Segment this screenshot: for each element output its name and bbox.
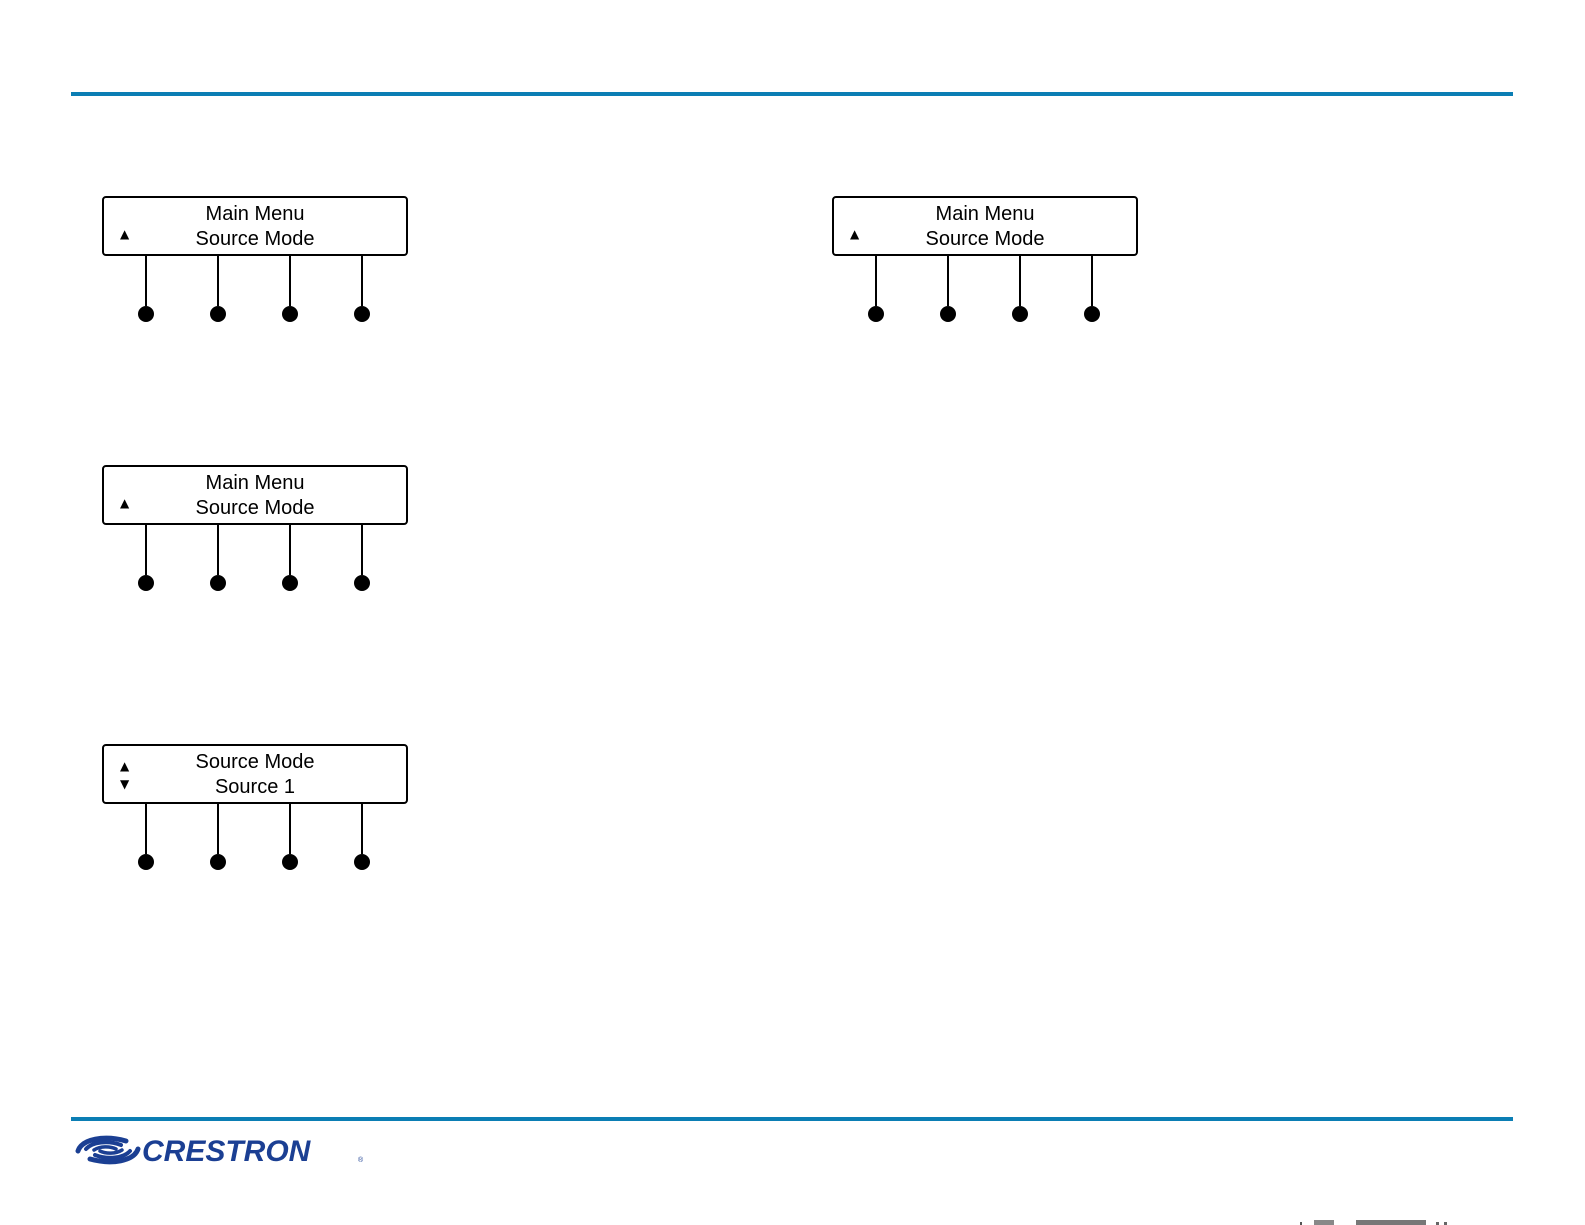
soft-key-button[interactable]	[868, 306, 884, 322]
soft-key-button[interactable]	[210, 854, 226, 870]
soft-key-3[interactable]	[282, 254, 298, 322]
soft-key-leader	[361, 802, 363, 854]
lcd-screen: ▲ Main Menu Source Mode	[102, 465, 408, 525]
soft-key-leader	[289, 802, 291, 854]
crestron-swirl-icon	[78, 1138, 138, 1162]
soft-key-button[interactable]	[282, 575, 298, 591]
footer-edge-marks	[1300, 1214, 1500, 1225]
soft-key-leader	[361, 254, 363, 306]
soft-key-2[interactable]	[210, 523, 226, 591]
soft-key-button[interactable]	[1084, 306, 1100, 322]
header-rule	[71, 92, 1513, 96]
soft-key-3[interactable]	[282, 523, 298, 591]
soft-key-leader	[289, 254, 291, 306]
soft-key-leader	[145, 802, 147, 854]
lcd-screen: ▲ Main Menu Source Mode	[102, 196, 408, 256]
soft-key-2[interactable]	[210, 254, 226, 322]
crestron-wordmark: CRESTRON	[142, 1135, 312, 1168]
soft-key-button[interactable]	[138, 306, 154, 322]
soft-key-4[interactable]	[1084, 254, 1100, 322]
soft-key-leader	[947, 254, 949, 306]
soft-key-button[interactable]	[210, 575, 226, 591]
soft-key-leader	[1091, 254, 1093, 306]
lcd-line-2: Source Mode	[104, 227, 406, 251]
footer-rule	[71, 1117, 1513, 1121]
soft-key-button[interactable]	[138, 854, 154, 870]
soft-key-1[interactable]	[138, 802, 154, 870]
soft-key-leader	[1019, 254, 1021, 306]
lcd-display: ▲ Main Menu Source Mode	[832, 196, 1138, 322]
lcd-screen: ▲ Main Menu Source Mode	[832, 196, 1138, 256]
soft-key-4[interactable]	[354, 254, 370, 322]
soft-key-1[interactable]	[868, 254, 884, 322]
soft-key-2[interactable]	[210, 802, 226, 870]
lcd-display: ▲ ▼ Source Mode Source 1	[102, 744, 408, 870]
lcd-line-1: Main Menu	[834, 202, 1136, 226]
soft-key-button[interactable]	[354, 854, 370, 870]
lcd-line-1: Main Menu	[104, 202, 406, 226]
crestron-logo: CRESTRON ®	[74, 1130, 364, 1170]
soft-key-button[interactable]	[282, 306, 298, 322]
soft-key-button[interactable]	[940, 306, 956, 322]
soft-key-leader	[361, 523, 363, 575]
lcd-line-2: Source Mode	[834, 227, 1136, 251]
soft-key-4[interactable]	[354, 802, 370, 870]
lcd-screen: ▲ ▼ Source Mode Source 1	[102, 744, 408, 804]
soft-key-button[interactable]	[354, 575, 370, 591]
soft-key-button[interactable]	[282, 854, 298, 870]
soft-key-2[interactable]	[940, 254, 956, 322]
soft-key-button[interactable]	[354, 306, 370, 322]
soft-key-leader	[145, 523, 147, 575]
soft-key-1[interactable]	[138, 254, 154, 322]
soft-key-4[interactable]	[354, 523, 370, 591]
lcd-display: ▲ Main Menu Source Mode	[102, 196, 408, 322]
soft-key-3[interactable]	[1012, 254, 1028, 322]
lcd-line-2: Source Mode	[104, 496, 406, 520]
lcd-line-1: Source Mode	[104, 750, 406, 774]
lcd-line-1: Main Menu	[104, 471, 406, 495]
registered-mark: ®	[358, 1156, 364, 1164]
soft-key-leader	[145, 254, 147, 306]
soft-key-1[interactable]	[138, 523, 154, 591]
lcd-line-2: Source 1	[104, 775, 406, 799]
soft-key-leader	[217, 523, 219, 575]
soft-key-leader	[289, 523, 291, 575]
soft-key-button[interactable]	[210, 306, 226, 322]
soft-key-leader	[875, 254, 877, 306]
lcd-display: ▲ Main Menu Source Mode	[102, 465, 408, 591]
soft-key-button[interactable]	[1012, 306, 1028, 322]
soft-key-3[interactable]	[282, 802, 298, 870]
soft-key-leader	[217, 254, 219, 306]
soft-key-button[interactable]	[138, 575, 154, 591]
soft-key-leader	[217, 802, 219, 854]
